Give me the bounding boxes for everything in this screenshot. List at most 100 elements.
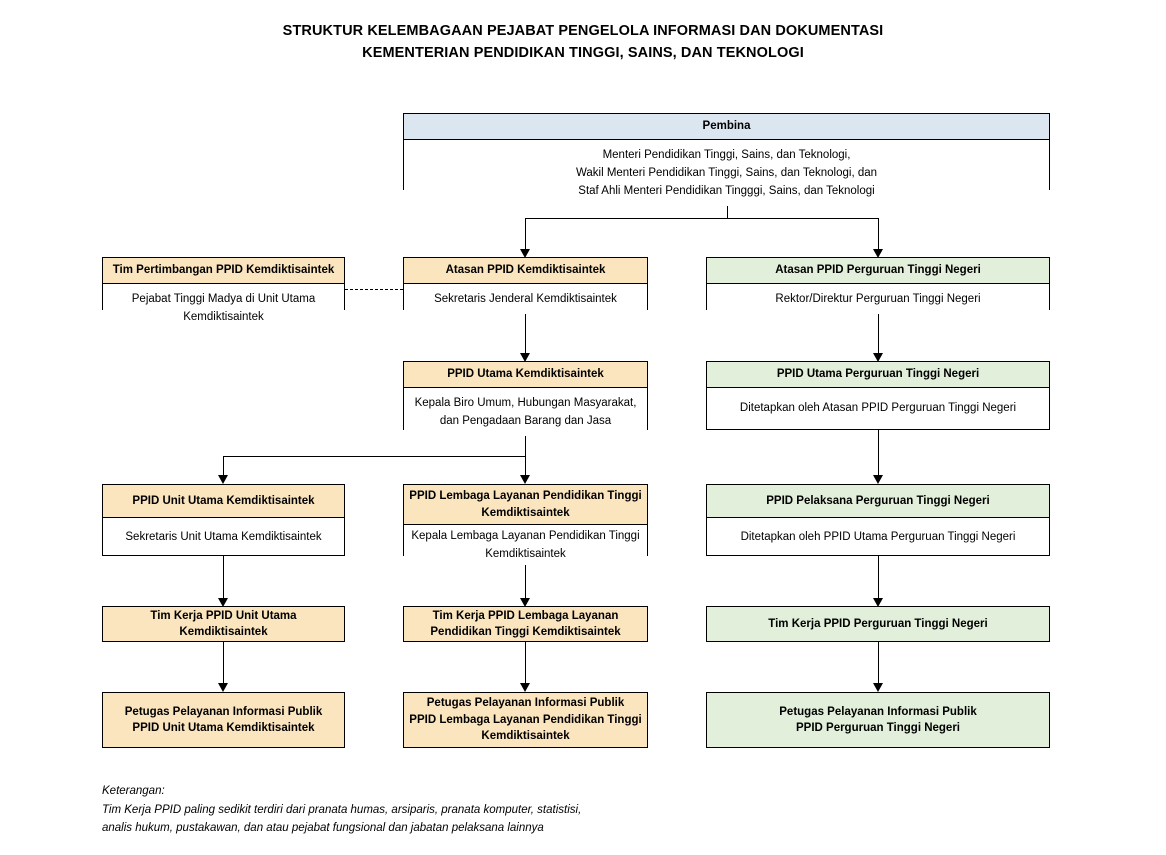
footnote-line-2: analis hukum, pustakawan, dan atau pejab… xyxy=(102,822,544,834)
node-pembina-body-line-2: Wakil Menteri Pendidikan Tinggi, Sains, … xyxy=(575,166,878,179)
node-tim-pertimbangan-ppid-kemdiktisaintek[interactable]: Tim Pertimbangan PPID Kemdiktisaintek Pe… xyxy=(102,257,345,332)
node-tim-kerja-ppid-lembaga-layanan[interactable]: Tim Kerja PPID Lembaga Layanan Pendidika… xyxy=(403,606,648,642)
connector-to-atasan-ptn xyxy=(878,218,879,249)
node-pembina-body-line-1: Menteri Pendidikan Tinggi, Sains, dan Te… xyxy=(602,148,851,161)
node-tim-pertimbangan-body-line-1: Pejabat Tinggi Madya di Unit Utama xyxy=(131,292,316,305)
connector-ppid-utama-split xyxy=(223,456,526,457)
node-ppid-utama-ptn[interactable]: PPID Utama Perguruan Tinggi Negeri Ditet… xyxy=(706,361,1050,430)
node-atasan-kemdiktisaintek-body: Sekretaris Jenderal Kemdiktisaintek xyxy=(404,283,647,314)
node-ppid-unit-utama-body: Sekretaris Unit Utama Kemdiktisaintek xyxy=(103,518,344,555)
node-ppid-utama-ptn-header: PPID Utama Perguruan Tinggi Negeri xyxy=(707,362,1049,388)
node-tim-kerja-unit-utama-label: Tim Kerja PPID Unit Utama Kemdiktisainte… xyxy=(103,607,344,641)
node-tim-kerja-lembaga-layanan-line-1: Tim Kerja PPID Lembaga Layanan xyxy=(432,609,619,622)
node-ppid-utama-kemdiktisaintek-body-line-1: Kepala Biro Umum, Hubungan Masyarakat, xyxy=(414,396,637,409)
node-petugas-ptn-label: Petugas Pelayanan Informasi Publik PPID … xyxy=(707,703,1049,737)
arrow-to-petugas-ptn xyxy=(872,683,883,692)
node-tim-pertimbangan-body: Pejabat Tinggi Madya di Unit Utama Kemdi… xyxy=(103,283,344,332)
node-tim-kerja-ptn-line-1: Tim Kerja PPID Perguruan Tinggi Negeri xyxy=(768,617,988,630)
node-tim-kerja-ppid-unit-utama[interactable]: Tim Kerja PPID Unit Utama Kemdiktisainte… xyxy=(102,606,345,642)
node-tim-kerja-unit-utama-line-1: Tim Kerja PPID Unit Utama xyxy=(150,609,297,622)
node-ppid-utama-kemdiktisaintek-header: PPID Utama Kemdiktisaintek xyxy=(404,362,647,388)
node-ppid-lembaga-layanan-header: PPID Lembaga Layanan Pendidikan Tinggi K… xyxy=(404,485,647,525)
node-petugas-ptn-line-2: PPID Perguruan Tinggi Negeri xyxy=(795,722,960,734)
node-ppid-utama-kemdiktisaintek[interactable]: PPID Utama Kemdiktisaintek Kepala Biro U… xyxy=(403,361,648,436)
node-ppid-unit-utama-header: PPID Unit Utama Kemdiktisaintek xyxy=(103,485,344,518)
arrow-to-atasan-kemdiktisaintek xyxy=(519,249,530,258)
node-petugas-unit-utama-line-1: Petugas Pelayanan Informasi Publik xyxy=(124,705,323,718)
node-atasan-ptn-body-line-1: Rektor/Direktur Perguruan Tinggi Negeri xyxy=(775,292,981,305)
connector-pelaksana-to-tim-kerja-ptn xyxy=(878,556,879,598)
arrow-to-ppid-lembaga-layanan xyxy=(519,475,530,484)
node-petugas-unit-utama-label: Petugas Pelayanan Informasi Publik PPID … xyxy=(103,703,344,737)
node-pembina-body: Menteri Pendidikan Tinggi, Sains, dan Te… xyxy=(404,139,1049,206)
arrow-to-ppid-utama-kemdiktisaintek xyxy=(519,353,530,362)
connector-to-ppid-unit-utama xyxy=(223,456,224,475)
node-ppid-utama-kemdiktisaintek-body: Kepala Biro Umum, Hubungan Masyarakat, d… xyxy=(404,387,647,436)
connector-lembaga-to-tim-kerja xyxy=(525,556,526,598)
node-ppid-lembaga-layanan-body-line-2: Kemdiktisaintek xyxy=(485,548,566,560)
connector-unit-utama-to-tim-kerja xyxy=(223,556,224,598)
node-ppid-lembaga-layanan-body: Kepala Lembaga Layanan Pendidikan Tinggi… xyxy=(404,525,647,565)
arrow-to-ppid-unit-utama xyxy=(217,475,228,484)
arrow-to-tim-kerja-lembaga-layanan xyxy=(519,598,530,607)
node-petugas-unit-utama[interactable]: Petugas Pelayanan Informasi Publik PPID … xyxy=(102,692,345,748)
arrow-to-petugas-unit-utama xyxy=(217,683,228,692)
connector-pembina-split xyxy=(525,218,878,219)
node-ppid-utama-kemdiktisaintek-body-line-2: dan Pengadaan Barang dan Jasa xyxy=(439,414,612,427)
connector-atasan-to-ppid-utama-kemdiktisaintek xyxy=(525,310,526,353)
node-tim-kerja-lembaga-layanan-label: Tim Kerja PPID Lembaga Layanan Pendidika… xyxy=(404,607,647,641)
arrow-to-petugas-lembaga-layanan xyxy=(519,683,530,692)
arrow-to-tim-kerja-ptn xyxy=(872,598,883,607)
node-ppid-unit-utama-kemdiktisaintek[interactable]: PPID Unit Utama Kemdiktisaintek Sekretar… xyxy=(102,484,345,556)
footnote-line-1: Tim Kerja PPID paling sedikit terdiri da… xyxy=(102,803,582,816)
node-ppid-pelaksana-ptn[interactable]: PPID Pelaksana Perguruan Tinggi Negeri D… xyxy=(706,484,1050,556)
node-tim-kerja-lembaga-layanan-line-2: Pendidikan Tinggi Kemdiktisaintek xyxy=(430,626,621,638)
node-ppid-pelaksana-ptn-body: Ditetapkan oleh PPID Utama Perguruan Tin… xyxy=(707,518,1049,555)
node-atasan-ptn-body: Rektor/Direktur Perguruan Tinggi Negeri xyxy=(707,283,1049,314)
node-petugas-lembaga-layanan[interactable]: Petugas Pelayanan Informasi Publik PPID … xyxy=(403,692,648,748)
connector-tim-kerja-unit-utama-to-petugas xyxy=(223,641,224,683)
node-ppid-utama-ptn-body: Ditetapkan oleh Atasan PPID Perguruan Ti… xyxy=(707,387,1049,429)
node-ppid-lembaga-layanan-header-line-1: PPID Lembaga Layanan Pendidikan Tinggi xyxy=(409,490,642,502)
node-tim-pertimbangan-header: Tim Pertimbangan PPID Kemdiktisaintek xyxy=(103,258,344,284)
node-atasan-ptn-header: Atasan PPID Perguruan Tinggi Negeri xyxy=(707,258,1049,284)
node-ppid-pelaksana-ptn-header: PPID Pelaksana Perguruan Tinggi Negeri xyxy=(707,485,1049,518)
node-petugas-lembaga-layanan-label: Petugas Pelayanan Informasi Publik PPID … xyxy=(404,695,647,745)
node-atasan-ppid-ptn[interactable]: Atasan PPID Perguruan Tinggi Negeri Rekt… xyxy=(706,257,1050,314)
node-pembina-header: Pembina xyxy=(404,114,1049,140)
node-petugas-lembaga-layanan-line-2: PPID Lembaga Layanan Pendidikan Tinggi xyxy=(409,713,642,726)
node-atasan-ppid-kemdiktisaintek[interactable]: Atasan PPID Kemdiktisaintek Sekretaris J… xyxy=(403,257,648,314)
node-pembina[interactable]: Pembina Menteri Pendidikan Tinggi, Sains… xyxy=(403,113,1050,206)
arrow-to-tim-kerja-unit-utama xyxy=(217,598,228,607)
connector-dashed-tim-pertimbangan xyxy=(345,289,403,290)
node-petugas-unit-utama-line-2: PPID Unit Utama Kemdiktisaintek xyxy=(132,722,315,734)
connector-ppid-utama-stem xyxy=(525,430,526,456)
arrow-to-ppid-pelaksana-ptn xyxy=(872,475,883,484)
footnote-label: Keterangan: xyxy=(102,785,165,797)
node-ppid-lembaga-layanan[interactable]: PPID Lembaga Layanan Pendidikan Tinggi K… xyxy=(403,484,648,565)
connector-tim-kerja-ptn-to-petugas xyxy=(878,641,879,683)
node-ppid-utama-ptn-body-line-1: Ditetapkan oleh Atasan PPID Perguruan Ti… xyxy=(739,402,1017,415)
node-petugas-lembaga-layanan-line-1: Petugas Pelayanan Informasi Publik xyxy=(426,697,625,710)
footnote: Keterangan: Tim Kerja PPID paling sediki… xyxy=(102,782,742,838)
node-ppid-unit-utama-body-line-1: Sekretaris Unit Utama Kemdiktisaintek xyxy=(125,530,322,543)
node-tim-kerja-unit-utama-line-2: Kemdiktisaintek xyxy=(179,626,268,638)
node-petugas-ptn-line-1: Petugas Pelayanan Informasi Publik xyxy=(779,705,977,718)
node-tim-kerja-ptn-label: Tim Kerja PPID Perguruan Tinggi Negeri xyxy=(707,615,1049,633)
node-tim-kerja-ppid-ptn[interactable]: Tim Kerja PPID Perguruan Tinggi Negeri xyxy=(706,606,1050,642)
node-tim-pertimbangan-body-line-2: Kemdiktisaintek xyxy=(183,310,264,323)
arrow-to-ppid-utama-ptn xyxy=(872,353,883,362)
node-atasan-kemdiktisaintek-body-line-1: Sekretaris Jenderal Kemdiktisaintek xyxy=(434,292,617,305)
page-title: STRUKTUR KELEMBAGAAN PEJABAT PENGELOLA I… xyxy=(0,20,1166,64)
connector-ppid-utama-ptn-to-pelaksana xyxy=(878,430,879,475)
node-pembina-body-line-3: Staf Ahli Menteri Pendidikan Tingggi, Sa… xyxy=(578,184,875,197)
connector-to-atasan-kemdiktisaintek xyxy=(525,218,526,249)
node-ppid-lembaga-layanan-header-line-2: Kemdiktisaintek xyxy=(481,506,570,519)
title-line-2: KEMENTERIAN PENDIDIKAN TINGGI, SAINS, DA… xyxy=(362,45,804,61)
arrow-to-atasan-ptn xyxy=(872,249,883,258)
node-petugas-ptn[interactable]: Petugas Pelayanan Informasi Publik PPID … xyxy=(706,692,1050,748)
node-petugas-lembaga-layanan-line-3: Kemdiktisaintek xyxy=(481,730,570,743)
connector-atasan-to-ppid-utama-ptn xyxy=(878,310,879,353)
connector-tim-kerja-lembaga-to-petugas xyxy=(525,641,526,683)
